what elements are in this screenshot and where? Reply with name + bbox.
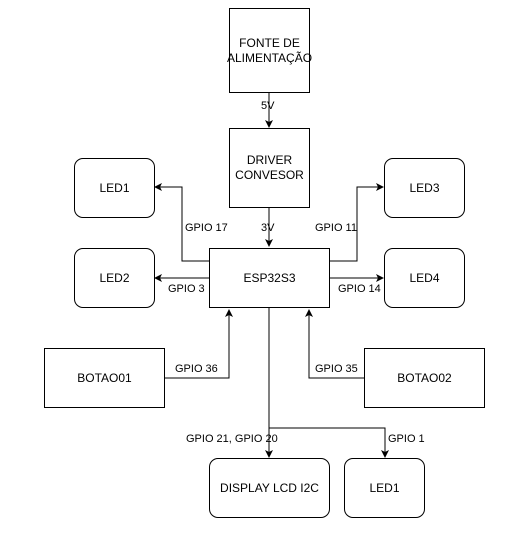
label-gpio36: GPIO 36 [175,363,218,375]
lcd-display-block: DISPLAY LCD I2C [209,458,330,518]
led4-block: LED4 [384,248,465,308]
label-5v: 5V [261,100,275,112]
led1-bottom-block: LED1 [344,458,425,518]
label-gpio1: GPIO 1 [388,433,425,445]
led2-block: LED2 [74,248,155,308]
wire-mcu-led1 [154,183,209,262]
power-supply-block: FONTE DE ALIMENTAÇÃO [227,8,312,93]
wire-mcu-led3 [330,183,384,262]
button02-block: BOTAO02 [364,348,485,408]
wire-button01-mcu [165,309,233,379]
converter-driver-block: DRIVER CONVESOR [229,128,310,208]
wire-mcu-led1-bottom [269,427,389,458]
led1-top-block: LED1 [74,158,155,218]
label-gpio35: GPIO 35 [315,363,358,375]
label-gpio14: GPIO 14 [338,283,381,295]
label-gpio17: GPIO 17 [185,222,228,234]
mcu-block: ESP32S3 [209,248,330,308]
label-gpio11: GPIO 11 [315,222,357,234]
wire-button02-mcu [305,309,365,379]
label-gpio3: GPIO 3 [168,283,205,295]
button01-block: BOTAO01 [44,348,165,408]
led3-block: LED3 [384,158,465,218]
label-gpio21-20: GPIO 21, GPIO 20 [186,433,278,445]
label-3v: 3V [261,222,275,234]
